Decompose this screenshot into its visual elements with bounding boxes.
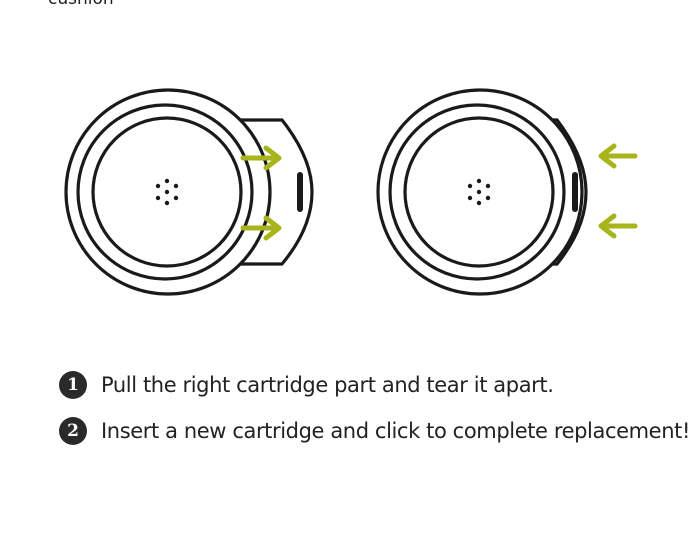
left-cushion-figure [64,88,314,296]
step-1-text: Pull the right cartridge part and tear i… [101,373,554,397]
cartridge-replacement-illustration [64,88,638,296]
step-1-number-badge: 1 [59,371,87,399]
right-cushion-figure [376,88,588,296]
pull-arrows [240,145,282,241]
insert-arrows [598,143,638,239]
step-2-text: Insert a new cartridge and click to comp… [101,419,690,443]
instruction-steps: 1 Pull the right cartridge part and tear… [59,366,699,458]
right-puff-dots [467,178,491,206]
step-2-number-badge: 2 [59,417,87,445]
left-puff-dots [155,178,179,206]
cropped-heading-text: cushion [48,0,114,9]
step-1: 1 Pull the right cartridge part and tear… [59,366,699,404]
step-2: 2 Insert a new cartridge and click to co… [59,412,699,450]
